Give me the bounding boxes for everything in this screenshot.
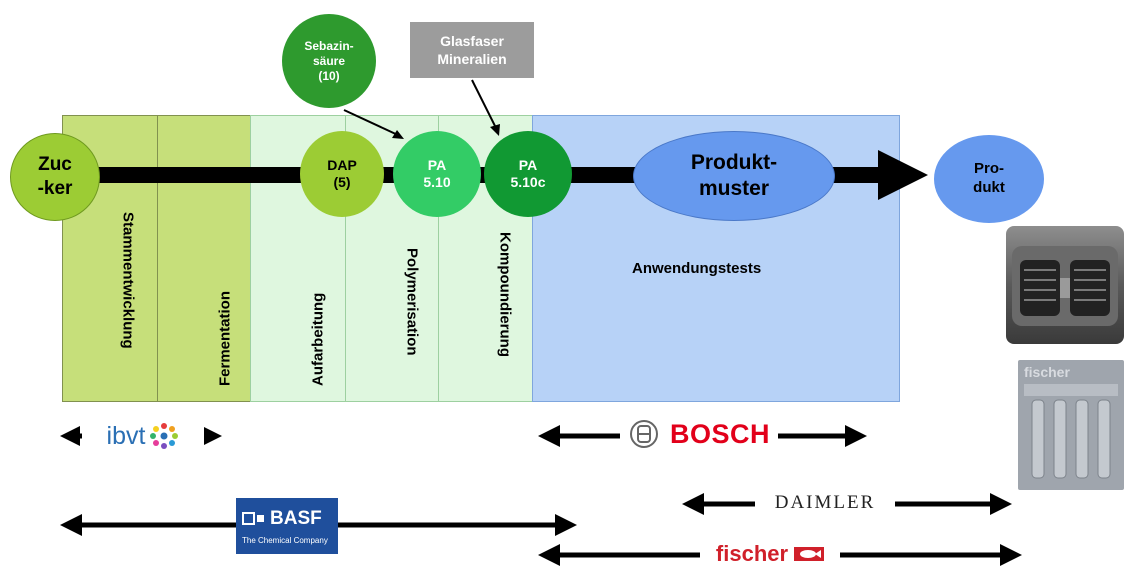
basf-tagline: The Chemical Company xyxy=(242,535,328,545)
stage-label-kompoundierung: Kompoundierung xyxy=(496,232,514,357)
air-vent-photo xyxy=(1006,226,1124,344)
basf-logo: BASF The Chemical Company xyxy=(236,498,338,554)
ibvt-logo-text: ibvt xyxy=(106,421,146,450)
sebazinsaeure-connector-head xyxy=(392,130,404,139)
node-sebazinsaeure: Sebazin- säure (10) xyxy=(282,14,376,108)
node-dap: DAP (5) xyxy=(300,131,384,217)
stage-band-fermentation xyxy=(157,115,251,402)
wall-plug-photo: fischer xyxy=(1018,360,1124,490)
daimler-logo: DAIMLER xyxy=(755,486,895,520)
glasfaser-connector xyxy=(471,79,498,131)
wall-plug-brand: fischer xyxy=(1024,364,1070,380)
fischer-fish-icon xyxy=(794,547,825,561)
node-glasfaser: Glasfaser Mineralien xyxy=(410,22,534,78)
basf-square-icon xyxy=(242,512,255,525)
bosch-logo-text: BOSCH xyxy=(669,418,770,449)
node-pa510c: PA 5.10c xyxy=(484,131,572,217)
node-produktmuster: Produkt- muster xyxy=(633,131,835,221)
daimler-logo-text: DAIMLER xyxy=(774,492,876,513)
main-process-arrowhead xyxy=(878,150,928,200)
stage-label-stammentwicklung: Stammentwicklung xyxy=(119,212,137,349)
node-zucker: Zuc -ker xyxy=(10,133,100,221)
bosch-logo: BOSCH xyxy=(620,414,778,454)
air-vent-icon xyxy=(1012,246,1118,326)
node-produkt: Pro- dukt xyxy=(934,135,1044,223)
wall-plug-icon xyxy=(1024,384,1118,479)
ibvt-logo: ibvt xyxy=(82,418,204,454)
ibvt-dots-icon xyxy=(150,423,179,449)
sebazinsaeure-connector xyxy=(343,109,401,137)
basf-square-icon-2 xyxy=(257,515,264,522)
basf-logo-text: BASF xyxy=(270,507,322,529)
node-glasfaser-label: Glasfaser Mineralien xyxy=(437,32,507,67)
node-pa510: PA 5.10 xyxy=(393,131,481,217)
glasfaser-connector-head xyxy=(490,124,500,136)
stage-label-polymerisation: Polymerisation xyxy=(403,248,421,356)
fischer-logo-text: fischer xyxy=(715,541,789,566)
stage-label-anwendungstests: Anwendungstests xyxy=(632,260,762,277)
bosch-armature-icon xyxy=(629,420,658,448)
fischer-logo: fischer xyxy=(700,539,840,569)
